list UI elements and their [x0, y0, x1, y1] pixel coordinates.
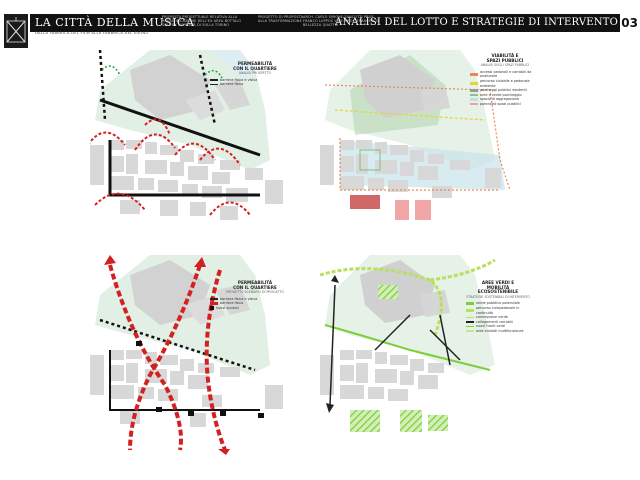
- legend-item: barriera fisica e visiva: [210, 297, 300, 302]
- legend-title-2: SPAZI PUBBLICI: [486, 57, 524, 63]
- legend-subtitle: ANALISI PROSPETTO: [238, 71, 272, 76]
- legend-title-2: CON IL QUARTIERE: [233, 65, 277, 71]
- legend-item: aree a verde parcheggio: [470, 93, 540, 98]
- map-panel-public-spaces: VIABILITÀ E SPAZI PUBBLICI ANALISI SUGLI…: [320, 50, 531, 250]
- legend-title-2: CON IL QUARTIERE: [233, 284, 277, 290]
- legend-item: percorso ciclabile e pedonale esistente: [470, 79, 540, 88]
- legend-item: parcheggi pubblici esistenti: [470, 88, 540, 93]
- legend-permeability-analysis: PERMEABILITÀ CON IL QUARTIERE ANALISI PR…: [210, 61, 300, 87]
- legend-title: AREE VERDI E: [481, 280, 515, 285]
- logo-mark-icon: [4, 14, 28, 48]
- legend-item: percorso ciclopedonale in continuità: [466, 306, 530, 315]
- header-info-2: PROGETTO DI PROPOSTA ALLA TRASFORMAZIONE: [258, 15, 304, 24]
- page-number: 03: [621, 16, 638, 30]
- logo: [4, 14, 28, 48]
- legend-item: verde pubblico potenziale: [466, 301, 530, 306]
- legend-green-areas: AREE VERDI E MOBILITÀ ECOSOSTENIBILE STR…: [466, 280, 530, 334]
- legend-item: aree ciclabili multifunzionali: [466, 329, 530, 334]
- legend-subtitle: STRATEGIE SOSTENIBILI DI INTERVENTO: [466, 294, 530, 299]
- header: LA CITTÀ DELLA MUSICA DALLA FABBRICA DEL…: [0, 0, 640, 50]
- legend-subtitle: PROGETTO SCENARIO DI PROGETTO: [226, 290, 284, 295]
- legend-item: connessione verde: [466, 315, 530, 320]
- legend-item: nuovi accessi: [210, 306, 300, 311]
- map-panel-green-areas: AREE VERDI E MOBILITÀ ECOSOSTENIBILE STR…: [319, 255, 530, 455]
- map-permeability-project: [90, 255, 300, 455]
- legend-title: VIABILITÀ E: [491, 53, 519, 58]
- map-permeability-analysis: [87, 49, 300, 250]
- project-title: LA CITTÀ DELLA MUSICA: [35, 16, 195, 29]
- legend-item: barriera fisica: [210, 82, 300, 87]
- header-info-1: PROPOSTA PROGETTUALE RELATIVA ALLA RIQUA…: [162, 15, 242, 28]
- legend-item: barriera fisica: [210, 301, 300, 306]
- legend-item: barriera fisica e visiva: [210, 78, 300, 83]
- legend-title: PERMEABILITÀ: [237, 280, 273, 285]
- map-public-spaces: [320, 50, 530, 250]
- legend-item: collegamenti carrabili: [466, 320, 530, 325]
- legend-item: potenziali spazi pubblici: [470, 102, 540, 107]
- legend-title-2: MOBILITÀ ECOSOSTENIBILE: [477, 284, 519, 295]
- legend-permeability-project: PERMEABILITÀ CON IL QUARTIERE PROGETTO S…: [210, 280, 300, 311]
- map-green-areas: [319, 255, 530, 455]
- legend-subtitle: ANALISI SUGLI SPAZI PUBBLICI: [480, 63, 530, 68]
- map-panel-permeability-analysis: PERMEABILITÀ CON IL QUARTIERE ANALISI PR…: [87, 49, 300, 250]
- project-subtitle: DALLA FABBRICA DEL FILM ALLA FABBRICA DE…: [35, 31, 149, 35]
- legend-public-spaces: VIABILITÀ E SPAZI PUBBLICI ANALISI SUGLI…: [470, 53, 540, 107]
- header-info-3: ARCH. CARLO SIMONE ZANCOTTI PROF. FRANCO…: [303, 15, 379, 28]
- legend-item: spazio di aggregazione: [470, 97, 540, 102]
- title-bar: [30, 14, 620, 32]
- legend-item: nuovi fronti verdi: [466, 324, 530, 329]
- section-title: ANALISI DEL LOTTO E STRATEGIE DI INTERVE…: [335, 17, 618, 28]
- legend-item: accessi pedonali e carrabili da analizza…: [470, 70, 540, 79]
- legend-title: PERMEABILITÀ: [237, 61, 273, 66]
- map-panel-permeability-project: PERMEABILITÀ CON IL QUARTIERE PROGETTO S…: [90, 255, 300, 455]
